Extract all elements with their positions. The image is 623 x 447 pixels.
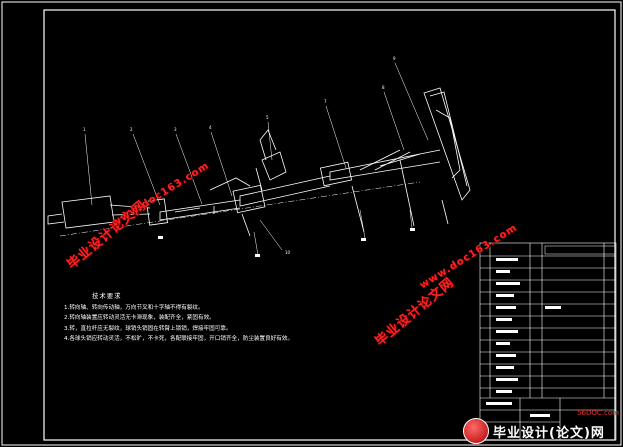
site-logo: 毕业设计(论文)网 56DOC.com bbox=[463, 409, 619, 444]
svg-text:10: 10 bbox=[285, 250, 291, 255]
lower-shaft bbox=[159, 199, 241, 221]
drawing-inner-frame bbox=[43, 9, 616, 441]
steering-gear bbox=[61, 195, 115, 229]
steering-wheel bbox=[423, 87, 471, 201]
leader-lines bbox=[84, 62, 429, 256]
logo-subtext: 56DOC.com bbox=[577, 409, 619, 417]
tech-note-line: 2.转向轴装置应转动灵活无卡滞现象，装配齐全，紧固有效。 bbox=[64, 315, 215, 322]
svg-text:5: 5 bbox=[266, 115, 269, 120]
svg-text:9: 9 bbox=[393, 56, 396, 61]
svg-text:3: 3 bbox=[174, 127, 177, 132]
svg-text:4: 4 bbox=[209, 125, 212, 130]
logo-text: 毕业设计(论文)网 bbox=[493, 425, 605, 441]
tech-notes-title: 技术要求 bbox=[92, 292, 122, 300]
tech-note-line: 4.各球头销应转动灵活，不松旷，不卡死，各配联接牢固，开口销齐全，防尘装置良好有… bbox=[64, 336, 294, 343]
technical-requirements: 技术要求 1.转向轴、转向传动轴，万向节叉和十字轴不得有裂纹。 2.转向轴装置应… bbox=[64, 292, 454, 345]
svg-text:2: 2 bbox=[130, 127, 133, 132]
svg-text:7: 7 bbox=[324, 99, 327, 104]
intermediate-shaft bbox=[239, 175, 331, 207]
steering-assembly bbox=[47, 87, 471, 237]
logo-badge-icon bbox=[463, 418, 489, 444]
part-balloons: 1 2 3 4 5 7 8 9 10 bbox=[83, 56, 415, 257]
title-block bbox=[479, 242, 617, 441]
tech-note-line: 3.转，直拉杆应无裂纹，球销头销固在转臂上锁销，焊接牢固可靠。 bbox=[64, 325, 232, 332]
title-block-fills bbox=[486, 245, 616, 417]
svg-text:1: 1 bbox=[83, 127, 86, 132]
tech-note-line: 1.转向轴、转向传动轴，万向节叉和十字轴不得有裂纹。 bbox=[64, 305, 204, 311]
svg-text:8: 8 bbox=[382, 85, 385, 90]
